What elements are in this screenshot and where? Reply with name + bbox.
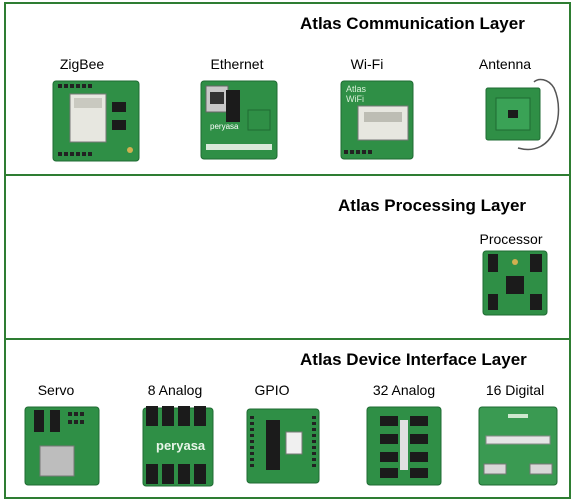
servo-label: Servo bbox=[37, 382, 75, 398]
wifi-board-image: Atlas WiFi bbox=[340, 80, 414, 160]
ethernet-board-image: peryasa bbox=[200, 80, 278, 160]
8-analog-brand-text: peryasa bbox=[156, 438, 206, 453]
8-analog-label: 8 Analog bbox=[147, 382, 203, 398]
processor-board-image bbox=[482, 250, 548, 316]
zigbee-board-image bbox=[52, 80, 140, 162]
32-analog-label: 32 Analog bbox=[372, 382, 436, 398]
8-analog-board-image: peryasa bbox=[142, 404, 214, 488]
processor-label: Processor bbox=[479, 231, 543, 247]
communication-layer-panel: Atlas Communication Layer ZigBee Etherne… bbox=[4, 2, 571, 176]
gpio-board-image bbox=[246, 408, 320, 484]
zigbee-label: ZigBee bbox=[59, 56, 105, 72]
wifi-label: Wi-Fi bbox=[350, 56, 384, 72]
gpio-label: GPIO bbox=[254, 382, 290, 398]
16-digital-label: 16 Digital bbox=[485, 382, 545, 398]
device-interface-layer-title: Atlas Device Interface Layer bbox=[300, 350, 527, 369]
antenna-board-image bbox=[484, 74, 564, 158]
device-interface-layer-panel: Atlas Device Interface Layer Servo 8 Ana… bbox=[4, 338, 571, 499]
antenna-label: Antenna bbox=[478, 56, 532, 72]
servo-board-image bbox=[24, 406, 100, 486]
processing-layer-panel: Atlas Processing Layer Processor bbox=[4, 174, 571, 340]
ethernet-label: Ethernet bbox=[210, 56, 264, 72]
16-digital-board-image bbox=[478, 406, 558, 486]
32-analog-board-image bbox=[366, 406, 442, 486]
wifi-board-logo: Atlas WiFi bbox=[346, 84, 367, 104]
communication-layer-title: Atlas Communication Layer bbox=[300, 14, 525, 33]
processing-layer-title: Atlas Processing Layer bbox=[338, 196, 527, 215]
ethernet-brand-text: peryasa bbox=[210, 122, 239, 131]
